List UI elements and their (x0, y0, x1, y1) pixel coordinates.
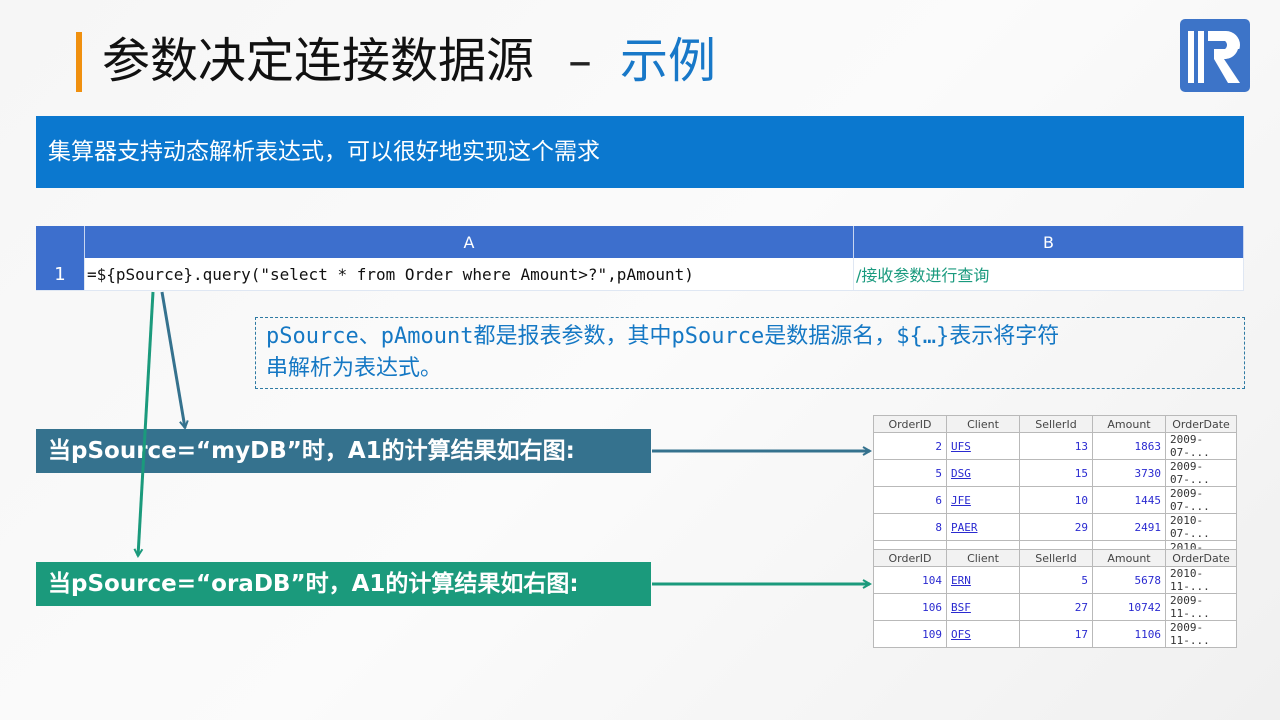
col-client[interactable]: Client (946, 549, 1020, 567)
orderdate-cell: 2010-07-... (1165, 513, 1237, 541)
orderid-cell: 104 (873, 566, 947, 594)
col-sellerid[interactable]: SellerId (1019, 549, 1093, 567)
orderdate-cell: 2009-07-... (1165, 459, 1237, 487)
raqsoft-logo-icon (1180, 19, 1250, 92)
client-link[interactable]: DSG (946, 459, 1020, 487)
orderid-cell: 106 (873, 593, 947, 621)
client-link[interactable]: PAER (946, 513, 1020, 541)
note-line-1: pSource、pAmount都是报表参数，其中pSource是数据源名，${…… (266, 324, 1060, 349)
page-title: 参数决定连接数据源–示例 (102, 28, 716, 94)
cell-a1[interactable]: =${pSource}.query("select * from Order w… (84, 258, 854, 291)
client-link[interactable]: UFS (946, 432, 1020, 460)
orderid-cell: 8 (873, 513, 947, 541)
title-accent: 示例 (620, 33, 717, 89)
info-banner: 集算器支持动态解析表达式，可以很好地实现这个需求 (36, 116, 1244, 188)
amount-cell: 1106 (1092, 620, 1166, 648)
sellerid-cell: 15 (1019, 459, 1093, 487)
sellerid-cell: 10 (1019, 486, 1093, 514)
note-line-2: 串解析为表达式。 (266, 356, 443, 381)
arrow-a1-to-oradb (138, 291, 155, 556)
col-amount[interactable]: Amount (1092, 415, 1166, 433)
result-table-mydb: OrderID Client SellerId Amount OrderDate… (873, 415, 1237, 568)
orderid-cell: 2 (873, 432, 947, 460)
orderdate-cell: 2009-11-... (1165, 620, 1237, 648)
explanation-note: pSource、pAmount都是报表参数，其中pSource是数据源名，${…… (255, 317, 1245, 389)
col-client[interactable]: Client (946, 415, 1020, 433)
case-mydb-label: 当pSource=“myDB”时，A1的计算结果如右图: (36, 429, 651, 473)
column-header-b[interactable]: B (853, 226, 1244, 258)
column-header-a[interactable]: A (84, 226, 854, 258)
row-header-1[interactable]: 1 (36, 258, 85, 291)
amount-cell: 2491 (1092, 513, 1166, 541)
arrow-a1-to-mydb (160, 291, 185, 428)
orderdate-cell: 2009-07-... (1165, 432, 1237, 460)
sellerid-cell: 17 (1019, 620, 1093, 648)
col-amount[interactable]: Amount (1092, 549, 1166, 567)
grid-corner[interactable] (36, 226, 85, 258)
sellerid-cell: 13 (1019, 432, 1093, 460)
title-accent-bar (76, 32, 82, 92)
case-oradb-label: 当pSource=“oraDB”时，A1的计算结果如右图: (36, 562, 651, 606)
cell-grid: A B 1 =${pSource}.query("select * from O… (36, 226, 1244, 291)
result-table-oradb: OrderID Client SellerId Amount OrderDate… (873, 549, 1237, 648)
orderid-cell: 6 (873, 486, 947, 514)
title-main: 参数决定连接数据源 (102, 33, 535, 89)
title-dash: – (568, 33, 593, 89)
cell-b1[interactable]: /接收参数进行查询 (853, 258, 1244, 291)
client-link[interactable]: BSF (946, 593, 1020, 621)
orderdate-cell: 2010-11-... (1165, 566, 1237, 594)
amount-cell: 5678 (1092, 566, 1166, 594)
result-header-row: OrderID Client SellerId Amount OrderDate (873, 415, 1237, 433)
col-orderid[interactable]: OrderID (873, 415, 947, 433)
col-orderdate[interactable]: OrderDate (1165, 415, 1237, 433)
result-header-row: OrderID Client SellerId Amount OrderDate (873, 549, 1237, 567)
sellerid-cell: 29 (1019, 513, 1093, 541)
